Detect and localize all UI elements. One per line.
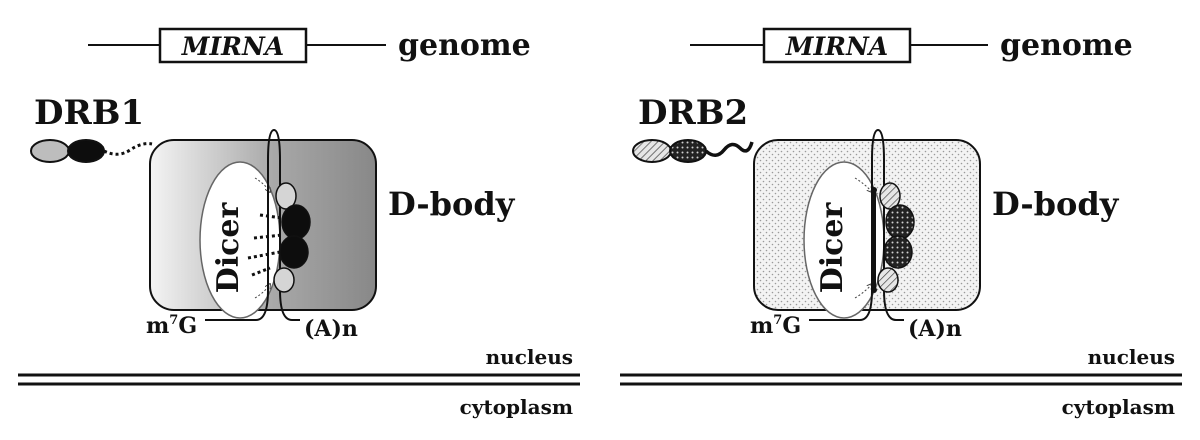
bound-domain-dotted-1	[885, 204, 915, 240]
drb1-c-terminus	[103, 142, 153, 156]
nucleus-label: nucleus	[486, 345, 573, 369]
dicer-label: Dicer	[211, 202, 246, 294]
bound-domain-dark-2	[279, 235, 309, 269]
drb1-protein	[30, 139, 153, 163]
panel-right: MIRNA genome DRB2 D-body Dicer m7G (A)n …	[620, 27, 1182, 419]
nucleus-label: nucleus	[1088, 345, 1175, 369]
pri-mirna-hairpin	[205, 128, 300, 321]
gene-locus: MIRNA genome	[690, 27, 1133, 64]
genome-label: genome	[398, 28, 531, 63]
d-body-label: D-body	[992, 185, 1120, 223]
gene-locus: MIRNA genome	[88, 27, 531, 64]
genome-label: genome	[1000, 28, 1133, 63]
drb-protein-label: DRB2	[638, 93, 748, 133]
dicer-label: Dicer	[815, 202, 850, 294]
bound-domain-dotted-2	[883, 235, 913, 269]
bound-domain-dark-1	[281, 204, 311, 240]
bound-domain-bottom	[273, 267, 295, 293]
drb2-dsrbd2	[669, 139, 707, 163]
d-body-label: D-body	[388, 185, 516, 223]
pri-mirna-hairpin	[809, 128, 904, 321]
dicer-arrow-top	[254, 177, 270, 192]
cytoplasm-label: cytoplasm	[1062, 395, 1175, 419]
gene-label: MIRNA	[181, 32, 284, 61]
cytoplasm-label: cytoplasm	[460, 395, 573, 419]
drb2-edge-cap-bottom	[871, 287, 877, 293]
dicer-arrow-bottom	[254, 284, 270, 299]
drb2-bound	[871, 182, 915, 293]
drb2-c-terminus	[704, 141, 754, 157]
drb2-edge-cap-top	[871, 187, 877, 193]
drb1-interactions	[247, 213, 283, 277]
drb2-dsrbd1	[632, 139, 672, 163]
drb1-dsrbd1	[30, 139, 70, 163]
drb1-dsrbd2	[67, 139, 105, 163]
drb1-bound	[247, 182, 311, 293]
panel-left: MIRNA genome DRB1 D-body Dicer m7G (A)n	[18, 27, 580, 419]
bound-domain-bottom	[877, 267, 899, 293]
drb2-protein	[632, 139, 754, 163]
mirna-gene-box	[762, 27, 912, 64]
gene-label: MIRNA	[785, 32, 888, 61]
cap-label: m7G	[146, 313, 197, 339]
dicer-arrow-top	[854, 177, 872, 192]
cap-label: m7G	[750, 313, 801, 339]
polya-tail-label: (A)n	[304, 316, 358, 342]
polya-tail-label: (A)n	[908, 316, 962, 342]
drb-protein-label: DRB1	[34, 93, 144, 133]
dicer-arrow-bottom	[854, 284, 872, 299]
